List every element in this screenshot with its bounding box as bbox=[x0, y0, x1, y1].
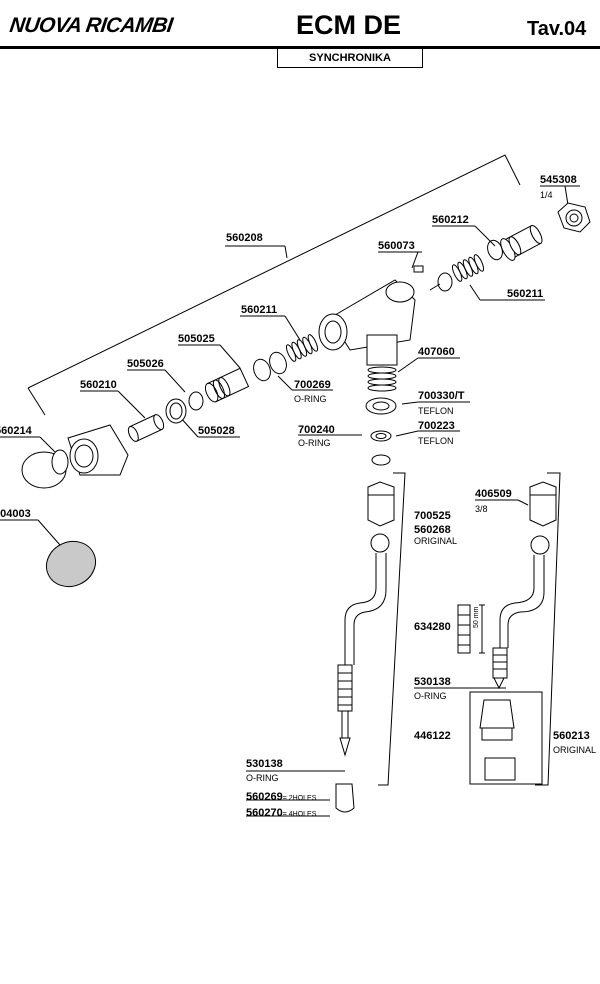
part-group-head-body bbox=[318, 279, 416, 366]
part-700240 bbox=[371, 454, 391, 466]
label-560211-right: 560211 bbox=[507, 288, 544, 300]
part-560211-spring-left bbox=[285, 334, 319, 362]
part-560213-wand bbox=[457, 481, 557, 781]
part-700525-wand bbox=[335, 481, 395, 813]
note-406509: 3/8 bbox=[475, 504, 488, 514]
note-700330: TEFLON bbox=[418, 406, 454, 416]
part-560211-spring-right bbox=[451, 254, 485, 282]
label-560268: 560268 bbox=[414, 524, 451, 536]
label-700223: 700223 bbox=[418, 420, 455, 432]
label-560073: 560073 bbox=[378, 240, 415, 252]
note-530138-left: O-RING bbox=[246, 773, 279, 783]
note-545308: 1/4 bbox=[540, 190, 553, 200]
table-number: Tav.04 bbox=[527, 18, 587, 40]
label-560270: 560270= 4HOLES bbox=[246, 807, 316, 821]
label-634280: 634280 bbox=[414, 621, 451, 633]
part-545308 bbox=[557, 202, 591, 233]
part-560269-tip bbox=[335, 783, 355, 813]
note-700223: TEFLON bbox=[418, 436, 454, 446]
note-700240: O-RING bbox=[298, 438, 331, 448]
part-505026 bbox=[188, 391, 204, 411]
part-700330 bbox=[365, 397, 397, 415]
label-505026: 505026 bbox=[127, 358, 164, 370]
label-560213: 560213 bbox=[553, 730, 590, 742]
dimension-50mm: 50 mm bbox=[473, 606, 480, 628]
label-560210: 560210 bbox=[80, 379, 117, 391]
bracket-700525 bbox=[378, 472, 406, 786]
part-700269-a bbox=[269, 351, 287, 375]
note-700269: O-RING bbox=[294, 394, 327, 404]
part-505028 bbox=[165, 398, 187, 424]
part-560073-seal bbox=[437, 272, 453, 292]
note-560269: = 2HOLES bbox=[282, 795, 317, 802]
bracket-406509 bbox=[535, 472, 561, 786]
label-560270-number: 560270 bbox=[246, 807, 283, 819]
label-530138-right: 530138 bbox=[414, 676, 451, 688]
part-560210 bbox=[127, 414, 165, 442]
label-560211-left: 560211 bbox=[241, 304, 278, 316]
label-560212: 560212 bbox=[432, 214, 469, 226]
note-560213: ORIGINAL bbox=[553, 745, 597, 755]
label-560269-number: 560269 bbox=[246, 791, 283, 803]
subtitle: SYNCHRONIKA bbox=[277, 49, 423, 68]
part-505025 bbox=[204, 367, 250, 403]
box-446122 bbox=[469, 691, 543, 785]
label-700525: 700525 bbox=[414, 510, 451, 522]
part-700223 bbox=[370, 430, 392, 442]
part-446122-tip bbox=[479, 699, 515, 729]
note-530138-right: O-RING bbox=[414, 691, 447, 701]
header-rule bbox=[0, 46, 600, 49]
label-530138-left: 530138 bbox=[246, 758, 283, 770]
note-560270: = 4HOLES bbox=[282, 811, 317, 818]
label-504003: 504003 bbox=[0, 508, 31, 520]
label-560269: 560269= 2HOLES bbox=[246, 791, 316, 805]
label-446122: 446122 bbox=[414, 730, 451, 742]
label-700240: 700240 bbox=[298, 424, 335, 436]
label-560208: 560208 bbox=[226, 232, 263, 244]
note-560268: ORIGINAL bbox=[414, 536, 458, 546]
label-560214: 560214 bbox=[0, 425, 32, 437]
part-407060-spring bbox=[367, 366, 397, 392]
part-504003 bbox=[46, 540, 96, 588]
part-560214-knob bbox=[21, 424, 129, 489]
page-title: ECM DE bbox=[296, 10, 402, 40]
label-545308: 545308 bbox=[540, 174, 577, 186]
label-505025: 505025 bbox=[178, 333, 215, 345]
label-406509: 406509 bbox=[475, 488, 512, 500]
label-700269: 700269 bbox=[294, 379, 331, 391]
part-700269-b bbox=[253, 358, 271, 382]
label-407060: 407060 bbox=[418, 346, 455, 358]
label-700330: 700330/T bbox=[418, 390, 465, 402]
bracket-560208 bbox=[27, 154, 521, 389]
label-505028: 505028 bbox=[198, 425, 235, 437]
part-634280 bbox=[457, 604, 471, 654]
part-560212-fitting bbox=[500, 224, 543, 261]
part-560212-ring bbox=[487, 239, 503, 261]
